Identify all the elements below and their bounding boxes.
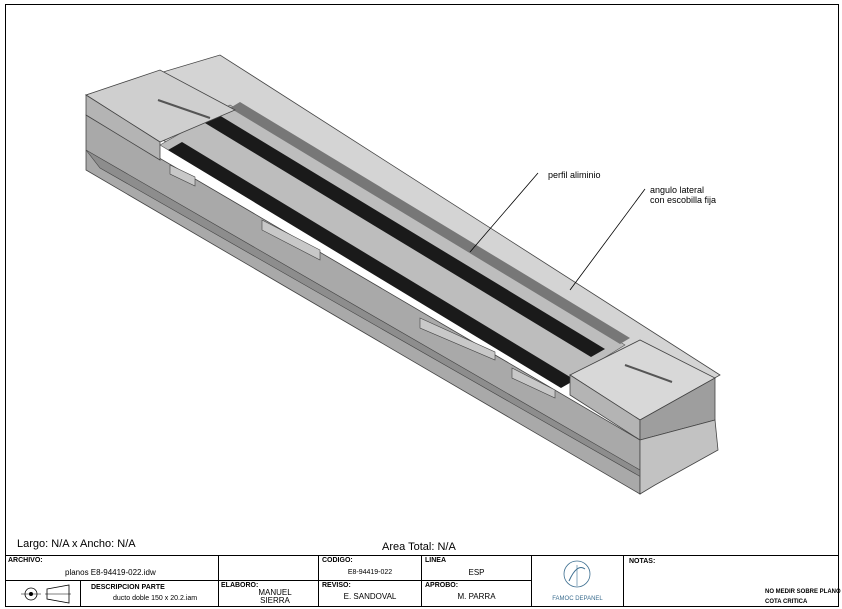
- nota-2: COTA CRITICA: [765, 599, 808, 605]
- leader-angulo: [569, 188, 646, 291]
- bracket-1: [169, 164, 196, 187]
- famoc-logo-icon: [563, 560, 591, 588]
- black-rail-2: [168, 142, 575, 388]
- bracket-2: [261, 219, 321, 261]
- linea-label: LINEA: [425, 557, 446, 564]
- left-cap-slot: [157, 99, 211, 119]
- sheet-frame: [5, 4, 839, 607]
- dim-largo-ancho: Largo: N/A x Ancho: N/A: [17, 538, 136, 550]
- archivo-value: planos E8-94419-022.idw: [65, 568, 156, 577]
- logo-text: FAMOC DEPANEL: [552, 596, 603, 602]
- rail-guide-1: [230, 102, 630, 344]
- left-cap-front: [85, 94, 161, 161]
- aprobo-label: APROBO:: [425, 582, 459, 589]
- archivo-label: ARCHIVO:: [8, 557, 43, 564]
- end-profile: [639, 419, 719, 495]
- reviso-label: REVISO:: [322, 582, 351, 589]
- descripcion-label: DESCRIPCION PARTE: [91, 584, 165, 591]
- callout-perfil: perfil aliminio: [548, 170, 601, 180]
- notas-label: NOTAS:: [629, 558, 656, 565]
- leader-perfil: [469, 172, 539, 253]
- title-block: ARCHIVO: planos E8-94419-022.idw DESCRIP…: [5, 555, 841, 607]
- elaboro-label: ELABORO:: [221, 582, 259, 589]
- bracket-3: [419, 317, 496, 361]
- linea-value: ESP: [468, 568, 485, 577]
- nota-1: NO MEDIR SOBRE PLANO: [765, 589, 841, 595]
- right-cap-slot: [624, 364, 673, 383]
- reviso-value: E. SANDOVAL: [343, 592, 397, 601]
- descripcion-value: ducto doble 150 x 20.2.iam: [113, 595, 198, 602]
- aprobo-value: M. PARRA: [457, 592, 496, 601]
- callout-angulo: angulo lateral con escobilla fija: [650, 185, 717, 205]
- codigo-value: E8-94419-022: [347, 569, 393, 576]
- black-rail-1: [200, 112, 605, 357]
- bracket-4: [511, 367, 556, 399]
- codigo-label: CODIGO:: [322, 557, 353, 564]
- projection-symbol-icon: [21, 584, 71, 604]
- elaboro-value: MANUEL SIERRA: [258, 588, 292, 605]
- dim-area-total: Area Total: N/A: [382, 541, 456, 553]
